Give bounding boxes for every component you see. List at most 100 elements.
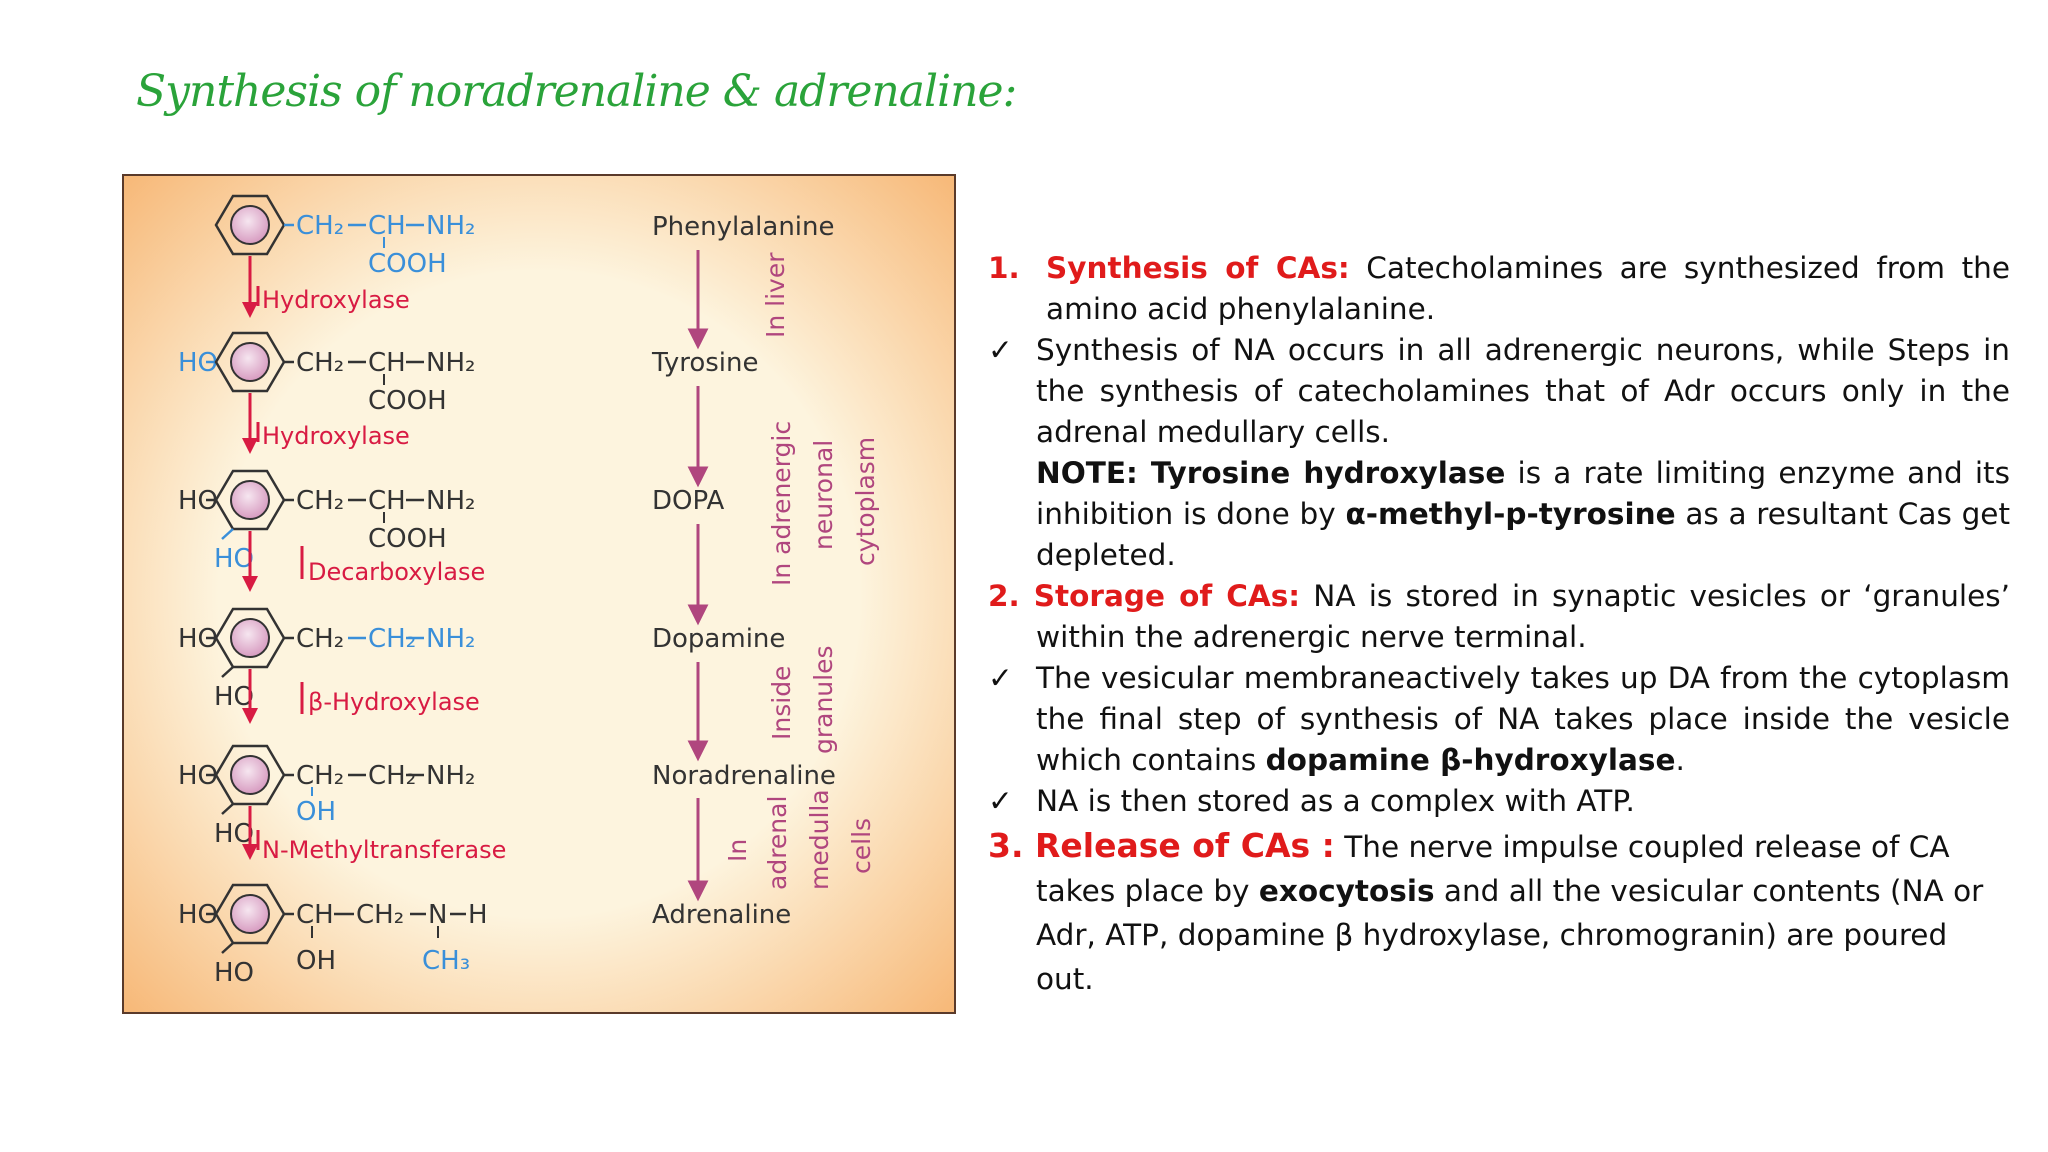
check-end: .: [1675, 743, 1685, 777]
check-item-1: ✓ Synthesis of NA occurs in all adrenerg…: [988, 330, 2010, 453]
item-synthesis: 1. Synthesis of CAs: Catecholamines are …: [988, 248, 2010, 330]
nh2-group: NH₂: [426, 761, 475, 791]
ho-group: HO: [214, 958, 254, 988]
item-body: Catecholamines are synthesized from the …: [1046, 251, 2011, 326]
dopamine-structure: HO HO CH₂ CH₂ NH₂: [178, 607, 475, 712]
check-item-3: ✓ NA is then stored as a complex with AT…: [988, 781, 2010, 822]
ch2-group: CH₂: [296, 348, 344, 378]
dopa-structure: HO HO CH₂ CH NH₂ COOH: [178, 469, 475, 574]
ch2-group: CH₂: [296, 486, 344, 516]
benzene-ring-icon: [214, 744, 286, 806]
nh2-group: NH₂: [426, 211, 475, 241]
item-number: 1.: [988, 251, 1020, 285]
check-text: Synthesis of NA occurs in all adrenergic…: [1036, 333, 2010, 449]
ch2-group: CH₂: [296, 211, 344, 241]
location-cytoplasm-line3: cytoplasm: [851, 437, 880, 566]
benzene-ring-icon: [214, 883, 286, 945]
benzene-ring-icon: [214, 194, 286, 256]
ch-group: CH: [296, 900, 334, 930]
checkmark-icon: ✓: [988, 333, 1013, 367]
compound-noradrenaline: Noradrenaline: [652, 761, 836, 791]
item-storage: 2. Storage of CAs: NA is stored in synap…: [988, 576, 2010, 658]
nh2-group: NH₂: [426, 624, 475, 654]
enzyme-arrow-icon: [242, 302, 258, 318]
aromatic-circle-icon: [230, 342, 270, 382]
enzyme-label-3: Decarboxylase: [308, 558, 485, 586]
ch2-group: CH₂: [296, 761, 344, 791]
item-heading: 3. Release of CAs :: [988, 826, 1335, 865]
ch-group: CH: [368, 211, 406, 241]
conversion-arrow-icon: [687, 466, 709, 488]
location-medulla-line4: cells: [847, 818, 876, 874]
location-cytoplasm-line2: neuronal: [809, 440, 838, 550]
cooh-group: COOH: [368, 524, 447, 554]
h-atom: H: [468, 900, 488, 930]
ch2-group: CH₂: [356, 900, 404, 930]
ho-group: HO: [214, 682, 254, 712]
aromatic-circle-icon: [230, 894, 270, 934]
item-heading: 2. Storage of CAs:: [988, 579, 1301, 613]
ho-group: HO: [214, 544, 254, 574]
aromatic-circle-icon: [230, 205, 270, 245]
benzene-ring-icon: [214, 331, 286, 393]
benzene-ring-icon: [214, 469, 286, 531]
noradrenaline-structure: HO HO CH₂ OH CH₂ NH₂: [178, 744, 475, 849]
compound-adrenaline: Adrenaline: [652, 900, 791, 930]
figure-panel: [122, 174, 956, 1014]
location-liver: In liver: [761, 252, 790, 338]
item-body-end: and all the vesicular contents (NA or Ad…: [1036, 874, 1984, 996]
compound-tyrosine: Tyrosine: [651, 348, 759, 378]
oh-group: OH: [296, 946, 336, 976]
conversion-arrow-icon: [687, 880, 709, 902]
note-heading: NOTE: Tyrosine hydroxylase: [1036, 456, 1506, 490]
benzene-ring-icon: [214, 607, 286, 669]
note-text: is a rate limiting enzyme and its inhibi…: [1036, 456, 2010, 531]
check-bold: dopamine β-hydroxylase: [1265, 743, 1676, 777]
enzyme-label-1: Hydroxylase: [262, 286, 410, 314]
enzyme-label-5: N-Methyltransferase: [262, 836, 506, 864]
notes-panel: 1. Synthesis of CAs: Catecholamines are …: [988, 248, 2010, 1001]
slide-title: Synthesis of noradrenaline & adrenaline:: [136, 66, 1017, 117]
note-paragraph: NOTE: Tyrosine hydroxylase is a rate lim…: [988, 453, 2010, 576]
location-granules-line2: granules: [809, 645, 838, 754]
note-tail: as a resultant Cas get depleted.: [1036, 497, 2011, 572]
ch2-group: CH₂: [296, 624, 344, 654]
item-release: 3. Release of CAs : The nerve impulse co…: [988, 824, 2010, 1001]
nh2-group: NH₂: [426, 486, 475, 516]
ch3-group: CH₃: [422, 946, 470, 976]
check-text: NA is then stored as a complex with ATP.: [1036, 784, 1635, 818]
phenylalanine-structure: CH₂ CH NH₂ COOH: [214, 194, 475, 279]
adrenaline-structure: HO HO CH OH CH₂ N H CH₃: [178, 883, 488, 988]
cooh-group: COOH: [368, 386, 447, 416]
enzyme-arrow-icon: [242, 708, 258, 724]
compound-dopamine: Dopamine: [652, 624, 785, 654]
aromatic-circle-icon: [230, 755, 270, 795]
ch-group: CH: [368, 348, 406, 378]
synthesis-pathway-figure: CH₂ CH NH₂ COOH Hydroxylase HO CH₂ CH NH…: [122, 174, 956, 1014]
conversion-arrow-icon: [687, 740, 709, 762]
cooh-group: COOH: [368, 249, 447, 279]
item-body: NA is stored in synaptic vesicles or ‘gr…: [1036, 579, 2010, 654]
n-atom: N: [428, 900, 447, 930]
conversion-arrow-icon: [687, 604, 709, 626]
checkmark-icon: ✓: [988, 661, 1013, 695]
oh-group: OH: [296, 797, 336, 827]
nh2-group: NH₂: [426, 348, 475, 378]
location-medulla-line1: In: [723, 839, 752, 862]
ch-group: CH: [368, 486, 406, 516]
compound-dopa: DOPA: [652, 486, 725, 516]
location-cytoplasm-line1: In adrenergic: [767, 421, 796, 586]
item-bold: exocytosis: [1258, 874, 1435, 908]
check-item-2: ✓ The vesicular membraneactively takes u…: [988, 658, 2010, 781]
item-body: The nerve impulse coupled release of CA …: [1036, 830, 1950, 908]
checkmark-icon: ✓: [988, 784, 1013, 818]
enzyme-label-4: β-Hydroxylase: [308, 688, 480, 716]
pathway-svg: CH₂ CH NH₂ COOH Hydroxylase HO CH₂ CH NH…: [122, 174, 956, 1014]
enzyme-arrow-icon: [242, 438, 258, 454]
enzyme-label-2: Hydroxylase: [262, 422, 410, 450]
tyrosine-structure: HO CH₂ CH NH₂ COOH: [178, 331, 475, 416]
location-granules-line1: Inside: [767, 666, 796, 740]
compound-phenylalanine: Phenylalanine: [652, 212, 835, 242]
aromatic-circle-icon: [230, 480, 270, 520]
enzyme-arrow-icon: [242, 576, 258, 592]
